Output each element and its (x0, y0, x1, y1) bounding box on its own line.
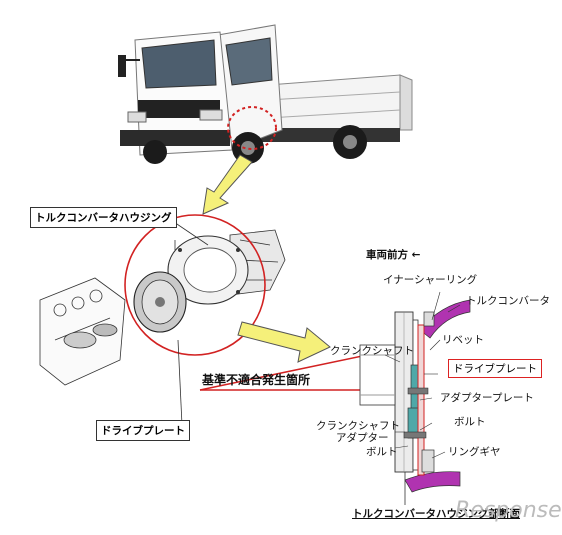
ring-gear-label: リングギヤ (448, 446, 501, 458)
truck-illustration (118, 24, 413, 164)
crankshaft-adapter-label-2: アダプター (336, 432, 389, 444)
cross-section (359, 291, 471, 505)
yellow-arrow-1 (202, 154, 253, 215)
yellow-arrow-2 (237, 321, 331, 363)
watermark: Response. (455, 498, 562, 523)
bolt-label-2: ボルト (366, 446, 398, 458)
inner-shear-ring-label: イナーシャーリング (383, 274, 478, 286)
rivet-label: リベット (442, 334, 484, 346)
vehicle-front-label: 車両前方 ← (366, 249, 421, 261)
front-arrow-icon: ← (411, 249, 421, 261)
drive-plate-label: ドライブプレート (96, 420, 190, 441)
adapter-plate-label: アダプタープレート (440, 392, 534, 404)
nonconformity-label: 基準不適合発生箇所 (202, 373, 311, 387)
leader-drive-plate (177, 339, 183, 426)
drive-plate-highlight-label: ドライブプレート (448, 359, 542, 378)
housing-highlight (124, 214, 266, 356)
crankshaft-adapter-label-1: クランクシャフト (316, 420, 400, 432)
torque-converter-housing-label: トルクコンバータハウジング (30, 207, 177, 228)
bolt-label-1: ボルト (454, 416, 486, 428)
torque-converter-label: トルクコンバータ (466, 295, 550, 307)
section-title: トルクコンバータハウジング部断面 (352, 508, 520, 520)
crankshaft-label: クランクシャフト (330, 345, 414, 357)
engine-sketch (39, 229, 286, 386)
